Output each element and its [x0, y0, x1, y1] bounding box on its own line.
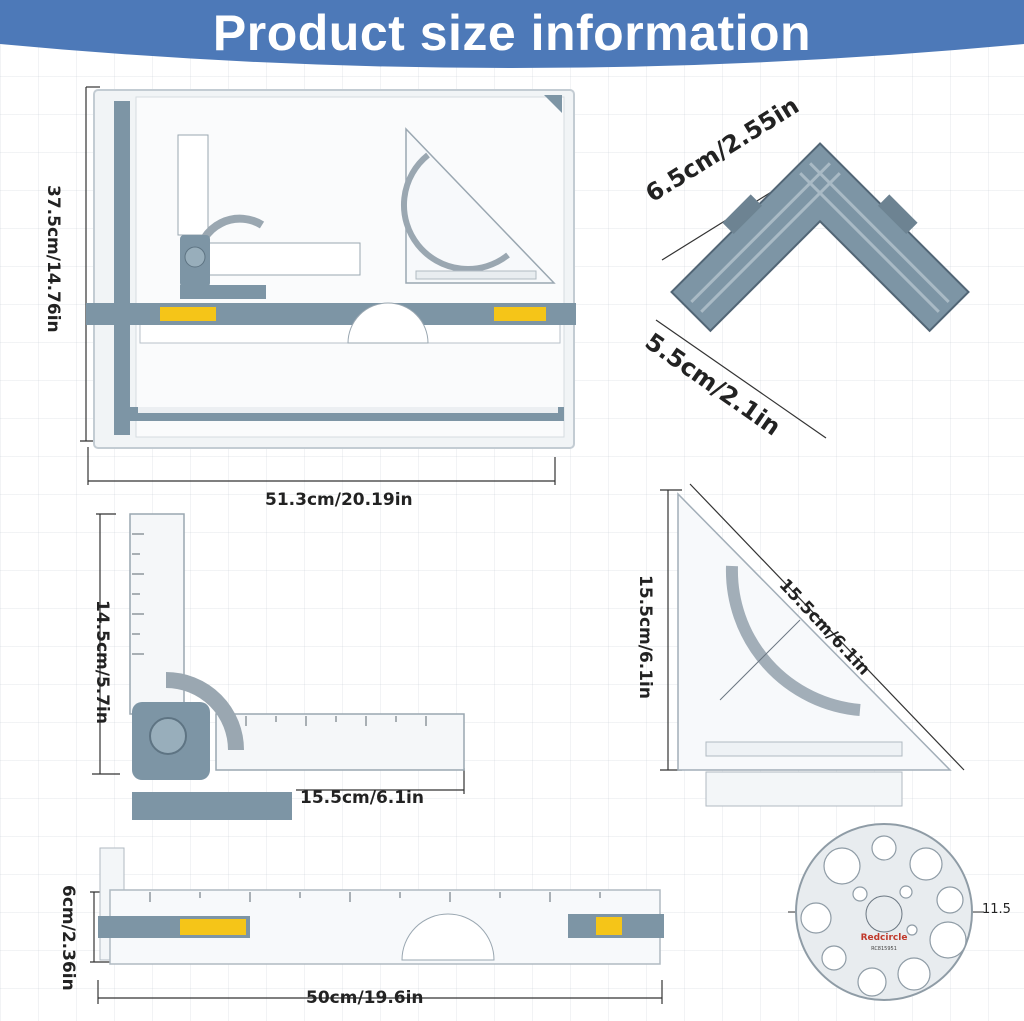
board-width-label: 51.3cm/20.19in: [265, 490, 413, 510]
t-square: [92, 513, 465, 820]
template-brand: Redcircle: [861, 933, 908, 943]
t-square-height-label: 14.5cm/5.7in: [92, 600, 112, 724]
corner-protector: [655, 142, 970, 439]
set-square-height-label: 15.5cm/6.1in: [635, 575, 655, 699]
drawing-board: [80, 86, 576, 485]
board-height-label: 37.5cm/14.76in: [43, 185, 63, 333]
circle-template-diameter-label: 11.5: [982, 902, 1011, 917]
template-code: RC815951: [871, 946, 897, 952]
page-title: Product size information: [212, 5, 812, 61]
parallel-rule: [90, 847, 664, 1004]
parallel-rule-height-label: 6cm/2.36in: [58, 885, 78, 991]
circle-template: Redcircle RC815951: [788, 823, 984, 1001]
title-banner: [0, 0, 1024, 68]
set-square: [660, 483, 965, 807]
t-square-width-label: 15.5cm/6.1in: [300, 788, 424, 808]
parallel-rule-width-label: 50cm/19.6in: [306, 988, 424, 1008]
